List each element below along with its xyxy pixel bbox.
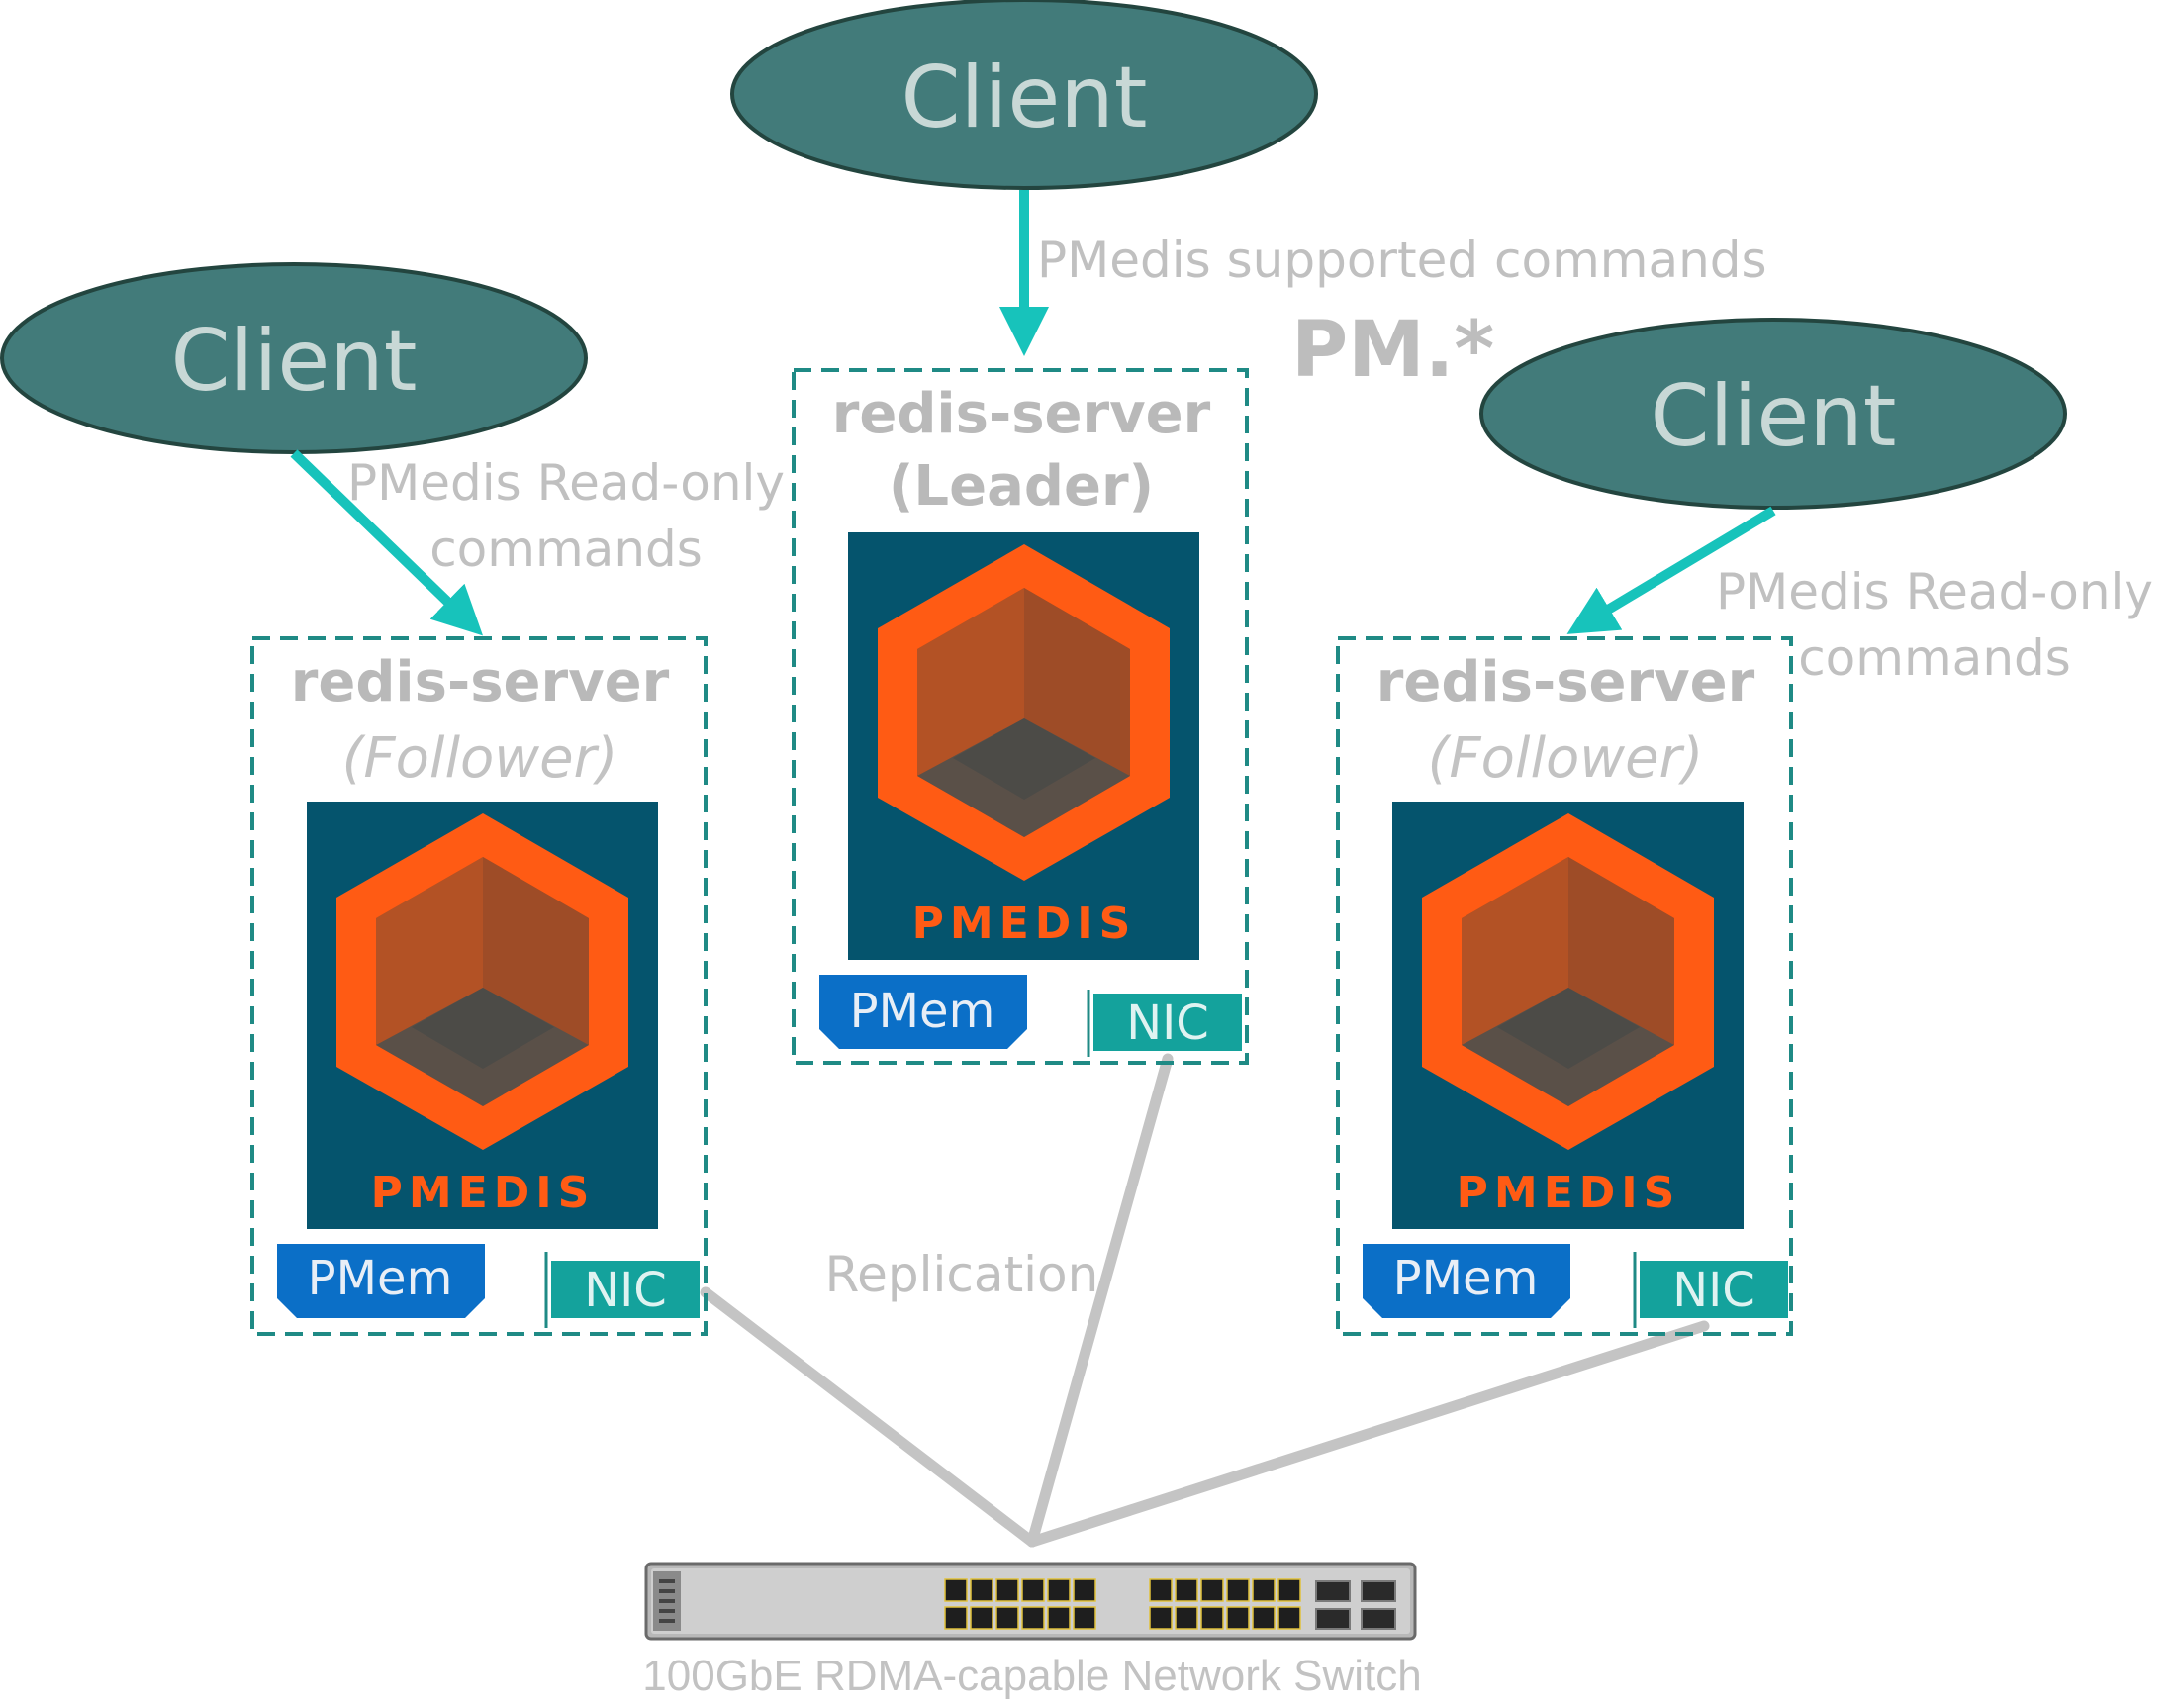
follower-left-pmedis-logo: PMEDIS	[307, 802, 658, 1229]
follower-left-title: redis-server	[291, 650, 670, 714]
follower-left-server[interactable]: redis-server (Follower) PMEDIS PMem NIC	[250, 636, 708, 1336]
ethernet-port	[1175, 1578, 1198, 1602]
follower-right-pmem-module: PMem	[1363, 1244, 1570, 1318]
switch-port-bank-2	[1149, 1578, 1301, 1630]
leader-border	[792, 368, 1249, 1065]
ethernet-port	[1200, 1606, 1224, 1630]
link-right-follower	[1026, 1320, 1710, 1548]
client-right[interactable]: Client	[1479, 318, 2067, 510]
leader-pmem-label: PMem	[850, 984, 995, 1039]
ethernet-port	[1021, 1606, 1045, 1630]
leader-nic: NIC	[1087, 990, 1242, 1057]
leader-pmem-module: PMem	[819, 975, 1027, 1049]
follower-right-pmedis-logo: PMEDIS	[1392, 802, 1744, 1229]
ethernet-port	[1252, 1578, 1276, 1602]
arrow-left-to-follower	[290, 449, 483, 636]
link-leader	[1026, 1053, 1174, 1548]
follower-left-nic: NIC	[544, 1252, 700, 1328]
ethernet-port	[1073, 1606, 1096, 1630]
ethernet-port	[1175, 1606, 1198, 1630]
follower-left-logo-text: PMEDIS	[371, 1168, 596, 1218]
follower-right-server[interactable]: redis-server (Follower) PMEDIS PMem NIC	[1336, 636, 1793, 1336]
leader-nic-label: NIC	[1126, 996, 1209, 1051]
client-top[interactable]: Client	[730, 0, 1318, 190]
ethernet-port	[944, 1606, 968, 1630]
leader-server[interactable]: redis-server (Leader) PMEDIS PMem NIC	[792, 368, 1249, 1065]
arrow-right-to-follower	[1566, 506, 1776, 634]
leader-logo-text: PMEDIS	[912, 899, 1137, 949]
follower-right-role: (Follower)	[1428, 726, 1704, 791]
client-top-label: Client	[901, 48, 1148, 147]
follower-right-border	[1336, 636, 1793, 1336]
follower-left-pmem-label: PMem	[308, 1251, 453, 1306]
leader-title: redis-server	[832, 382, 1211, 446]
ethernet-port	[1200, 1578, 1224, 1602]
right-readonly-line1: PMedis Read-only	[1716, 563, 2153, 620]
replication-label: Replication	[825, 1246, 1099, 1303]
leader-role: (Leader)	[889, 454, 1154, 519]
client-arrows	[290, 190, 1776, 636]
ethernet-port	[1073, 1578, 1096, 1602]
ethernet-port	[1226, 1606, 1250, 1630]
follower-right-title: redis-server	[1376, 650, 1755, 714]
right-readonly-line2: commands	[1798, 629, 2071, 687]
client-left[interactable]: Client	[0, 262, 588, 454]
ethernet-port	[995, 1578, 1019, 1602]
ethernet-port	[1277, 1606, 1301, 1630]
follower-left-pmem-module: PMem	[277, 1244, 485, 1318]
follower-left-role: (Follower)	[342, 726, 618, 791]
pm-star-annotation: PM.*	[1291, 306, 1494, 395]
replication-links	[700, 1053, 1710, 1548]
ethernet-port	[1277, 1578, 1301, 1602]
ethernet-port	[970, 1606, 993, 1630]
left-readonly-line1: PMedis Read-only	[347, 454, 785, 512]
client-left-label: Client	[171, 312, 418, 411]
switch-sfp-ports	[1315, 1580, 1396, 1630]
leader-commands-annotation: PMedis supported commands	[1037, 232, 1767, 289]
ethernet-port	[944, 1578, 968, 1602]
client-right-label: Client	[1651, 367, 1897, 466]
ethernet-port	[995, 1606, 1019, 1630]
ethernet-port	[1047, 1578, 1071, 1602]
switch-port-bank-1	[944, 1578, 1096, 1630]
network-switch[interactable]: 100GbE RDMA-capable Network Switch	[642, 1562, 1422, 1700]
switch-status-panel	[653, 1571, 681, 1631]
ethernet-port	[1149, 1606, 1173, 1630]
link-left-follower	[700, 1286, 1038, 1548]
ethernet-port	[970, 1578, 993, 1602]
follower-right-nic: NIC	[1633, 1252, 1788, 1328]
leader-pmedis-logo: PMEDIS	[848, 532, 1199, 960]
follower-left-nic-label: NIC	[584, 1263, 667, 1318]
ethernet-port	[1047, 1606, 1071, 1630]
ethernet-port	[1149, 1578, 1173, 1602]
ethernet-port	[1252, 1606, 1276, 1630]
switch-caption: 100GbE RDMA-capable Network Switch	[642, 1652, 1421, 1700]
follower-left-border	[250, 636, 708, 1336]
ethernet-port	[1226, 1578, 1250, 1602]
left-readonly-line2: commands	[429, 521, 703, 578]
follower-right-nic-label: NIC	[1672, 1263, 1755, 1318]
follower-right-pmem-label: PMem	[1393, 1251, 1539, 1306]
follower-right-logo-text: PMEDIS	[1457, 1168, 1681, 1218]
ethernet-port	[1021, 1578, 1045, 1602]
